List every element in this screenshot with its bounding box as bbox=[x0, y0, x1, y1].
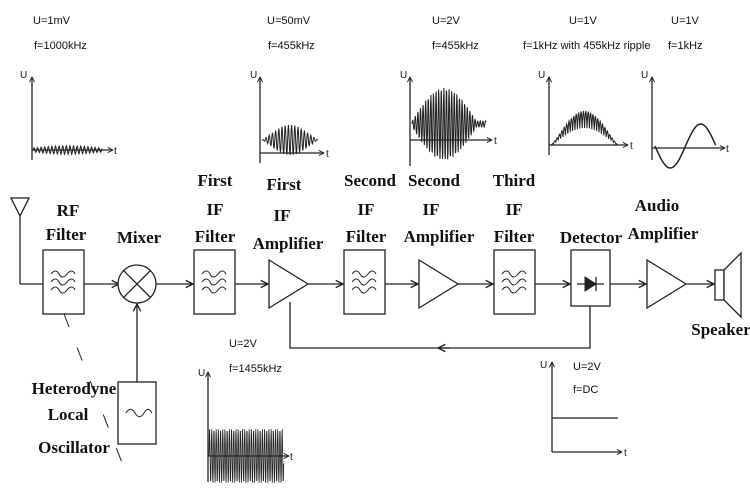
rf-filter-label-1: RF bbox=[57, 201, 80, 220]
first-if-amplifier-block: First IF Amplifier bbox=[253, 175, 324, 310]
wave1-trace bbox=[32, 144, 103, 156]
first-if-filter-label-2: IF bbox=[207, 200, 224, 219]
wave4-trace bbox=[550, 111, 619, 146]
svg-text:t: t bbox=[290, 452, 293, 463]
second-if-amp-label-1: Second bbox=[408, 171, 461, 190]
second-if-filter-label-2: IF bbox=[358, 200, 375, 219]
rf-oscillator-tracking-line bbox=[63, 313, 129, 479]
wave3-frequency: f=455kHz bbox=[432, 40, 479, 52]
svg-text:t: t bbox=[726, 144, 729, 155]
first-if-filter-label-1: First bbox=[198, 171, 233, 190]
svg-text:t: t bbox=[494, 136, 497, 147]
wave6-frequency: f=1455kHz bbox=[229, 363, 282, 375]
waveform-first-if: U=50mV f=455kHz U t bbox=[250, 15, 329, 163]
third-if-filter-label-2: IF bbox=[506, 200, 523, 219]
svg-text:t: t bbox=[326, 149, 329, 160]
waveform-audio-out: U=1V f=1kHz U t bbox=[641, 15, 729, 169]
svg-text:U: U bbox=[538, 70, 545, 81]
svg-text:t: t bbox=[630, 141, 633, 152]
third-if-filter-label-1: Third bbox=[493, 171, 536, 190]
wave1-voltage: U=1mV bbox=[33, 15, 71, 27]
waveform-rf-input: U=1mV f=1000kHz U t bbox=[20, 15, 117, 160]
wave2-trace bbox=[261, 125, 319, 156]
wave5-frequency: f=1kHz bbox=[668, 40, 703, 52]
wave2-frequency: f=455kHz bbox=[268, 40, 315, 52]
mixer-block: Mixer bbox=[117, 228, 162, 304]
wave5-trace bbox=[654, 123, 717, 169]
wave4-frequency: f=1kHz with 455kHz ripple bbox=[523, 40, 650, 52]
antenna-icon bbox=[9, 197, 31, 284]
detector-label: Detector bbox=[560, 228, 623, 247]
wave6-trace bbox=[208, 429, 285, 483]
wire-agc-loop bbox=[289, 302, 591, 349]
mixer-label: Mixer bbox=[117, 228, 162, 247]
oscillator-label-2: Local bbox=[48, 405, 89, 424]
audio-amp-label-2: Amplifier bbox=[628, 224, 699, 243]
first-if-filter-block: First IF Filter bbox=[193, 171, 236, 315]
signal-path bbox=[20, 284, 714, 382]
audio-amp-label-1: Audio bbox=[635, 196, 679, 215]
svg-text:U: U bbox=[641, 70, 648, 81]
second-if-amp-label-3: Amplifier bbox=[404, 227, 475, 246]
waveform-agc: U=2V f=DC U t bbox=[540, 360, 627, 459]
third-if-filter-label-3: Filter bbox=[494, 227, 535, 246]
rf-filter-block: RF Filter bbox=[42, 201, 87, 315]
waveform-detector-out: U=1V f=1kHz with 455kHz ripple U t bbox=[523, 15, 650, 155]
svg-text:U: U bbox=[20, 70, 27, 81]
wave2-voltage: U=50mV bbox=[267, 15, 311, 27]
audio-amplifier-block: Audio Amplifier bbox=[628, 196, 699, 310]
wave3-trace bbox=[411, 87, 487, 160]
first-if-filter-label-3: Filter bbox=[195, 227, 236, 246]
wave6-voltage: U=2V bbox=[229, 338, 257, 350]
wave7-voltage: U=2V bbox=[573, 361, 601, 373]
oscillator-label-1: Heterodyne bbox=[32, 379, 117, 398]
second-if-filter-label-3: Filter bbox=[346, 227, 387, 246]
wave5-voltage: U=1V bbox=[671, 15, 699, 27]
speaker-label: Speaker bbox=[691, 320, 750, 339]
waveform-oscillator: U=2V f=1455kHz U t bbox=[198, 338, 293, 483]
rf-filter-label-2: Filter bbox=[46, 225, 87, 244]
wave1-frequency: f=1000kHz bbox=[34, 40, 87, 52]
second-if-filter-label-1: Second bbox=[344, 171, 397, 190]
second-if-amp-label-2: IF bbox=[423, 200, 440, 219]
first-if-amp-label-2: IF bbox=[274, 206, 291, 225]
second-if-filter-block: Second IF Filter bbox=[343, 171, 397, 315]
svg-text:U: U bbox=[250, 70, 257, 81]
svg-text:U: U bbox=[540, 360, 547, 371]
svg-text:t: t bbox=[114, 146, 117, 157]
svg-text:t: t bbox=[624, 448, 627, 459]
third-if-filter-block: Third IF Filter bbox=[493, 171, 536, 315]
second-if-amplifier-block: Second IF Amplifier bbox=[404, 171, 475, 310]
detector-block: Detector bbox=[560, 228, 623, 307]
wave7-frequency: f=DC bbox=[573, 384, 598, 396]
waveform-second-if: U=2V f=455kHz U t bbox=[400, 15, 497, 166]
svg-text:U: U bbox=[198, 368, 205, 379]
first-if-amp-label-3: Amplifier bbox=[253, 234, 324, 253]
svg-text:U: U bbox=[400, 70, 407, 81]
first-if-amp-label-1: First bbox=[267, 175, 302, 194]
local-oscillator-block: Heterodyne Local Oscillator bbox=[32, 379, 157, 457]
wave3-voltage: U=2V bbox=[432, 15, 460, 27]
oscillator-label-3: Oscillator bbox=[38, 438, 110, 457]
diode-icon bbox=[584, 276, 597, 292]
speaker-icon: Speaker bbox=[691, 251, 750, 339]
wave4-voltage: U=1V bbox=[569, 15, 597, 27]
